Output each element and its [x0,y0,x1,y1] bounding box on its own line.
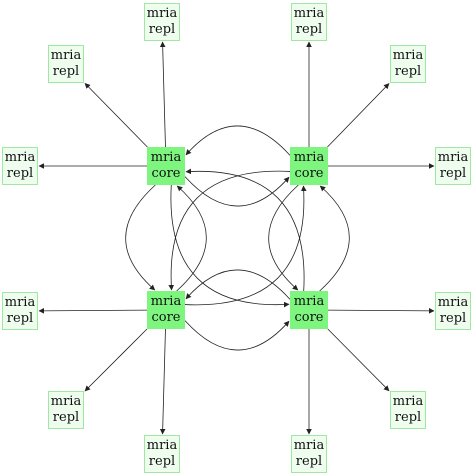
node-label-line2: repl [6,166,34,181]
node-label-line2: repl [148,22,176,37]
edge-c4-c1 [185,168,305,292]
edge-c4-c3 [185,269,291,300]
node-label-line1: mria [293,438,325,453]
edge-c4-r11 [327,328,390,392]
node-label-line1: mria [150,150,182,165]
node-label-line1: mria [293,294,325,309]
node-label-line1: mria [392,48,424,63]
node-label-line1: mria [437,150,469,165]
edge-c1-c3 [125,184,156,291]
node-label-line1: mria [392,394,424,409]
edge-c3-c2 [184,185,307,306]
edge-c2-r5 [327,83,390,148]
node-label-line1: mria [146,6,178,21]
node-label-line1: mria [4,150,36,165]
node-label-line2: repl [148,454,176,469]
node-label-line2: repl [6,311,34,326]
node-label-line2: repl [295,22,323,37]
node-label-line1: mria [293,6,325,21]
edge-c3-c1 [176,185,207,292]
node-label-line2: repl [52,64,80,79]
edge-c2-c1 [185,125,291,156]
edge-c3-c4 [184,320,290,351]
node-label-line2: core [151,166,181,181]
edge-c2-c4 [268,184,299,291]
edge-c1-c2 [184,176,290,207]
node-label-line1: mria [437,295,469,310]
node-label-line1: mria [293,150,325,165]
node-label-line2: repl [52,410,80,425]
edge-c1-c4 [170,184,290,308]
node-label-line1: mria [150,294,182,309]
edge-c1-r2 [84,82,148,148]
node-label-line2: core [151,310,181,325]
edge-c4-c2 [319,185,350,292]
node-label-line2: repl [394,64,422,79]
node-label-line1: mria [50,394,82,409]
node-label-line2: repl [439,166,467,181]
edge-c3-r7 [38,308,148,314]
node-label-line1: mria [4,295,36,310]
node-label-line2: repl [394,410,422,425]
node-label-line1: mria [50,48,82,63]
edge-c4-r12 [327,308,435,314]
edge-c3-r8 [84,328,148,392]
edge-c1-r1 [159,41,166,148]
node-label-line1: mria [146,438,178,453]
node-label-line2: repl [439,311,467,326]
edge-c2-c3 [168,170,291,291]
edge-c3-r9 [159,328,166,435]
node-label-line2: core [294,166,324,181]
node-label-line2: repl [295,454,323,469]
node-label-line2: core [294,310,324,325]
